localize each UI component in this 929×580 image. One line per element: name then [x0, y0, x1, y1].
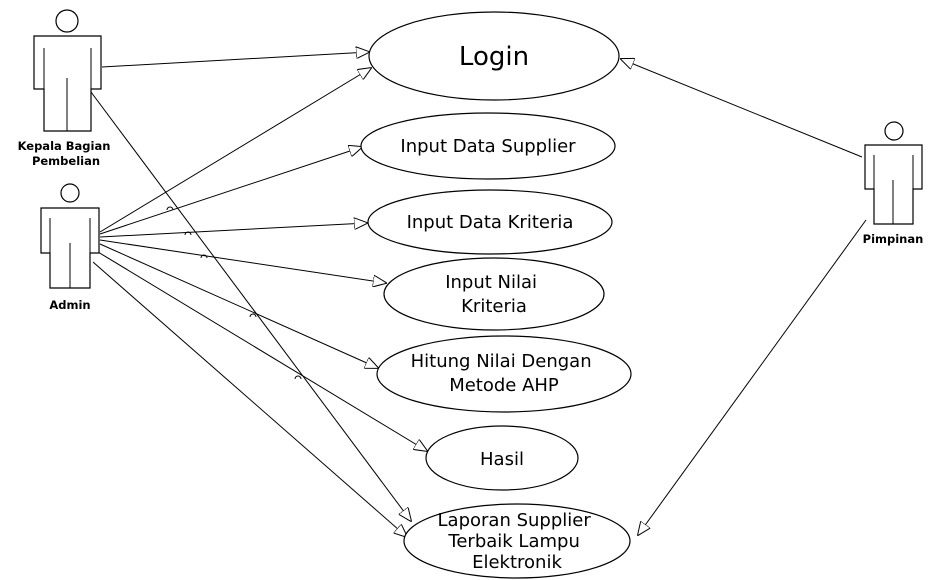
use-case-input-kriteria-text: Input Data Kriteria: [407, 212, 574, 233]
svg-text:Input Data Supplier: Input Data Supplier: [400, 136, 576, 157]
assoc-kepala-laporan: [90, 91, 411, 521]
assoc-admin-laporan: [92, 261, 407, 537]
use-case-hitung-text-2: Metode AHP: [449, 375, 559, 396]
use-case-input-supplier: Input Data Supplier: [360, 112, 616, 180]
use-case-laporan-text-3: Elektronik: [472, 552, 562, 573]
crossing-hop: [166, 206, 174, 211]
use-case-input-nilai: Input Nilai Kriteria: [383, 257, 605, 331]
svg-text:Hitung Nilai Dengan Me: Hitung Nilai Dengan Metode AHP: [411, 351, 598, 396]
assoc-admin-hasil: [97, 251, 427, 451]
crossing-hop: [200, 254, 208, 259]
assoc-kepala-login: [101, 52, 369, 68]
use-case-hasil-text: Hasil: [480, 449, 524, 470]
svg-text:Login: Login: [459, 42, 529, 72]
use-case-hitung-text-1: Hitung Nilai Dengan: [411, 351, 592, 372]
actor-kepala-bagian-pembelian: Kepala Bagian Pembelian: [18, 9, 115, 168]
actor-pimpinan: Pimpinan: [863, 121, 924, 246]
use-case-laporan-text-1: Laporan Supplier: [438, 510, 592, 531]
actor-admin-label: Admin: [49, 298, 90, 312]
svg-text:Hasil: Hasil: [480, 449, 524, 470]
use-case-input-supplier-text: Input Data Supplier: [400, 136, 576, 157]
assoc-pimpinan-login: [621, 59, 863, 158]
actors: Kepala Bagian Pembelian Admin: [18, 9, 924, 312]
use-case-laporan: Laporan Supplier Terbaik Lampu Elektroni…: [403, 503, 631, 579]
actor-kepala-label-2: Pembelian: [32, 154, 100, 168]
actor-admin: Admin: [40, 183, 100, 312]
use-case-hitung: Hitung Nilai Dengan Metode AHP: [376, 335, 632, 413]
svg-text:Admin: Admin: [49, 298, 90, 312]
assoc-pimpinan-laporan: [638, 219, 867, 535]
use-case-input-nilai-text-2: Kriteria: [461, 296, 527, 317]
use-case-login: Login: [368, 11, 620, 101]
assoc-admin-input-kriteria: [99, 223, 367, 238]
line-crossing-hops: [166, 206, 302, 380]
svg-text:Pimpinan: Pimpinan: [863, 232, 924, 246]
assoc-admin-hitung: [99, 243, 378, 368]
svg-text:Input Data Kriteria: Input Data Kriteria: [407, 212, 574, 233]
use-case-laporan-text-2: Terbaik Lampu: [447, 531, 579, 552]
assoc-admin-login: [99, 68, 371, 233]
use-case-login-text: Login: [459, 42, 529, 72]
actor-figure-icon: [864, 121, 923, 225]
actor-pimpinan-label: Pimpinan: [863, 232, 924, 246]
svg-text:Input Nilai Kriteria: Input Nilai Kriteria: [445, 272, 543, 317]
crossing-hop: [249, 313, 257, 318]
associations: [90, 52, 867, 537]
assoc-admin-input-supplier: [99, 147, 362, 235]
actor-kepala-label-1: Kepala Bagian: [18, 139, 111, 153]
crossing-hop: [184, 231, 192, 236]
use-cases: Login Input Data Supplier Input Data Kri…: [360, 11, 632, 579]
crossing-hop: [294, 375, 302, 380]
use-case-input-kriteria: Input Data Kriteria: [367, 189, 613, 255]
use-case-input-nilai-text-1: Input Nilai: [445, 272, 537, 293]
svg-text:Kepala Bagian Pembelia: Kepala Bagian Pembelian: [18, 139, 115, 168]
svg-text:Laporan Supplier Terba: Laporan Supplier Terbaik Lampu Elektroni…: [438, 510, 597, 573]
actor-figure-icon: [40, 183, 100, 289]
actor-figure-icon: [33, 9, 102, 132]
assoc-admin-input-nilai: [99, 239, 386, 283]
use-case-hasil: Hasil: [425, 425, 579, 491]
